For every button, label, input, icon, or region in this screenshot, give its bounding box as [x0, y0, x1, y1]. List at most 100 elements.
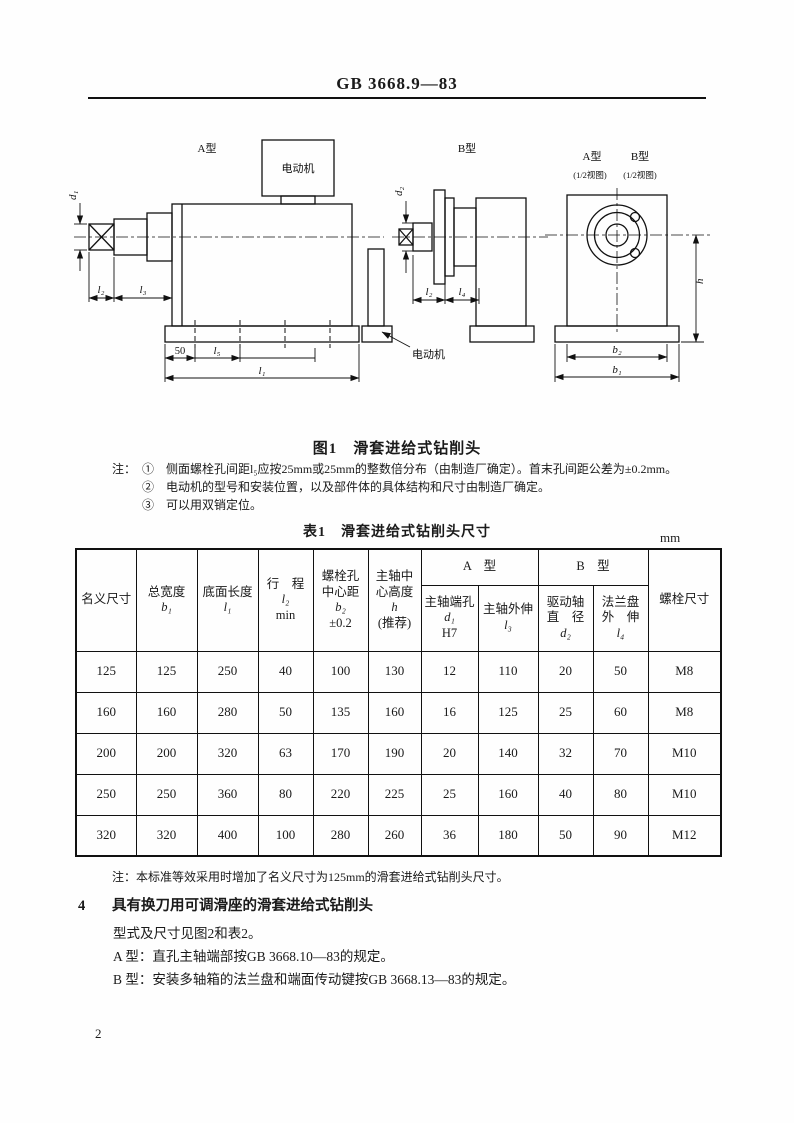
- type-b-outline: [361, 189, 535, 343]
- header-line: d₂: [560, 625, 571, 640]
- table-cell: M8: [647, 691, 722, 734]
- section4-number: 4: [78, 898, 86, 914]
- note-item-2: ② 电动机的型号和安装位置，以及部件体的具体结构和尺寸由制造厂确定。: [142, 480, 551, 494]
- note-line-1: 注： ① 侧面螺栓孔间距l₅应按25mm或25mm的整数倍分布（由制造厂确定）。首…: [112, 460, 704, 478]
- header-line: l₁: [223, 600, 232, 615]
- note-item-3: ③ 可以用双销定位。: [142, 498, 263, 512]
- header-line: 主轴外伸: [482, 602, 533, 617]
- header-line: l₄: [616, 625, 625, 640]
- table1-unit: mm: [660, 530, 681, 545]
- type-a-bolt-marks: [194, 320, 331, 348]
- header-line: l₂: [281, 592, 290, 607]
- table-cell: 25: [420, 773, 479, 816]
- table-cell: 20: [537, 650, 594, 693]
- type-a-outline: [88, 139, 360, 343]
- header-line: 总宽度: [147, 584, 186, 599]
- front-view-dimension-lines: [554, 234, 704, 382]
- col-header-base-length: 底面长度 l₁: [196, 548, 259, 652]
- table-cell: 200: [135, 732, 198, 775]
- table-cell: 50: [537, 814, 594, 857]
- header-line: 驱动轴: [546, 594, 585, 609]
- table-cell: 100: [257, 814, 314, 857]
- table-cell: 135: [312, 691, 369, 734]
- header-line: b₂: [335, 600, 346, 615]
- header-line: 心高度: [375, 584, 414, 599]
- group-header-type-a: A 型: [420, 548, 539, 586]
- col-header-bolt-size: 螺栓尺寸: [647, 548, 722, 652]
- header-line: 外 伸: [601, 610, 640, 625]
- note-line-3: ③ 可以用双销定位。: [112, 496, 704, 514]
- header-line: 法兰盘: [601, 594, 640, 609]
- table-cell: 320: [75, 814, 137, 857]
- notes-prefix: 注：: [112, 462, 137, 476]
- table-cell: 320: [196, 732, 259, 775]
- table-cell: 20: [420, 732, 479, 775]
- table-row: 200 200 320 63 170 190 20 140 32 70 M10: [75, 732, 722, 775]
- motor-bottom-label: 电动机: [412, 347, 445, 361]
- dim-50: 50: [175, 346, 186, 357]
- dim-d1: d₁: [67, 191, 79, 201]
- table-cell: 180: [477, 814, 539, 857]
- header-line: l₃: [504, 618, 512, 632]
- figure1-caption: 图1 滑套进给式钻削头: [312, 441, 482, 457]
- table-cell: 12: [420, 650, 479, 693]
- table-cell: 170: [312, 732, 369, 775]
- header-line: b₁: [161, 600, 172, 615]
- table-row: 250 250 360 80 220 225 25 160 40 80 M10: [75, 773, 722, 816]
- col-header-stroke: 行 程 l₂ min: [257, 548, 314, 652]
- section4-para-2: A 型：直孔主轴端部按GB 3668.10—83的规定。: [113, 949, 394, 964]
- table-cell: 225: [367, 773, 422, 816]
- figure1-drawing: A型 电动机 d₁ l₂ l₃ 50 l₅ l₁: [67, 139, 710, 382]
- header-line: h: [391, 600, 398, 615]
- table-cell: 80: [592, 773, 649, 816]
- type-b-dimension-lines: [381, 201, 480, 348]
- table-cell: 160: [477, 773, 539, 816]
- header-line: 底面长度: [202, 584, 253, 599]
- table-cell: 16: [420, 691, 479, 734]
- table-cell: 100: [312, 650, 369, 693]
- note-line-2: ② 电动机的型号和安装位置，以及部件体的具体结构和尺寸由制造厂确定。: [112, 478, 704, 496]
- col-header-spindle-height: 主轴中 心高度 h (推荐): [367, 548, 422, 652]
- table-cell: 110: [477, 650, 539, 693]
- table-cell: 160: [75, 691, 137, 734]
- dim-l2-a: l₂: [98, 284, 105, 296]
- table-cell: 50: [592, 650, 649, 693]
- note-item-1: ① 侧面螺栓孔间距l₅应按25mm或25mm的整数倍分布（由制造厂确定）。首末孔…: [142, 462, 678, 476]
- half-view-a-label: (1/2视图): [573, 170, 607, 180]
- front-type-b-label: B型: [631, 149, 649, 163]
- header-line: ±0.2: [329, 615, 352, 630]
- table-cell: 190: [367, 732, 422, 775]
- table1-footnote: 注：本标准等效采用时增加了名义尺寸为125mm的滑套进给式钻削头尺寸。: [112, 870, 509, 884]
- dim-l5: l₅: [214, 345, 221, 357]
- half-view-b-label: (1/2视图): [623, 170, 657, 180]
- col-header-flange-overhang: 法兰盘 外 伸 l₄: [592, 584, 649, 652]
- table-cell: 40: [537, 773, 594, 816]
- table-cell: M12: [647, 814, 722, 857]
- table-cell: 125: [135, 650, 198, 693]
- header-line: 直 径: [546, 610, 585, 625]
- col-header-spindle-bore: 主轴端孔 d₁ H7: [420, 584, 479, 652]
- figure1-notes: 注： ① 侧面螺栓孔间距l₅应按25mm或25mm的整数倍分布（由制造厂确定）。首…: [112, 460, 704, 514]
- table-cell: 60: [592, 691, 649, 734]
- table-cell: M8: [647, 650, 722, 693]
- table-cell: 250: [196, 650, 259, 693]
- dim-l3: l₃: [140, 284, 147, 296]
- header-line: 主轴端孔: [424, 594, 475, 609]
- table-cell: 50: [257, 691, 314, 734]
- table-row: 320 320 400 100 280 260 36 180 50 90 M12: [75, 814, 722, 857]
- table-cell: 280: [196, 691, 259, 734]
- type-b-label: B型: [458, 141, 476, 155]
- group-header-type-b: B 型: [537, 548, 649, 586]
- dim-l1: l₁: [259, 365, 266, 377]
- dim-b2: b₂: [612, 344, 622, 356]
- dim-h: h: [694, 278, 706, 284]
- table-cell: 130: [367, 650, 422, 693]
- type-a-label: A型: [198, 141, 217, 155]
- front-type-a-label: A型: [583, 149, 602, 163]
- table-cell: 280: [312, 814, 369, 857]
- type-a-dimension-lines: [74, 203, 360, 382]
- table-cell: 70: [592, 732, 649, 775]
- table-cell: 125: [75, 650, 137, 693]
- table-cell: M10: [647, 773, 722, 816]
